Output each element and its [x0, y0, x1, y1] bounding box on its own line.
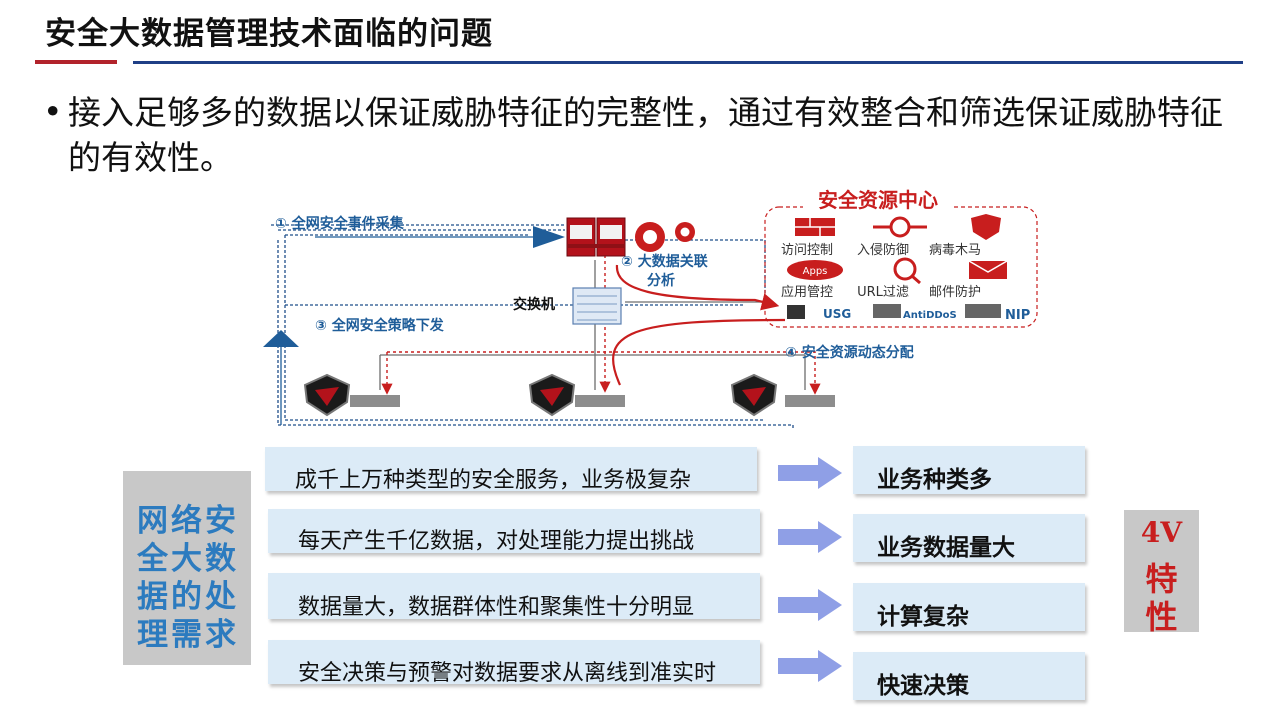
product-usg: USG [823, 307, 851, 321]
requirements-label-box: 网络安 全大数 据的处 理需求 [123, 471, 251, 665]
network-links [379, 260, 806, 390]
collection-arrow [315, 226, 565, 248]
virus-trojan-icon [971, 214, 1001, 240]
challenge-panel: 每天产生千亿数据，对处理能力提出挑战 [268, 509, 760, 554]
product-antiddos: AntiDDoS [903, 310, 957, 321]
security-network-diagram: 交换机 ① 全网安全事件采集 ② 大数据关联 分析 ③ 全网安全策略下发 ④ 安… [263, 188, 1038, 430]
resource-item: 入侵防御 [857, 242, 909, 258]
resource-item: 访问控制 [781, 243, 833, 258]
step2-label-line2: 分析 [647, 272, 675, 289]
outcome-text: 业务种类多 [877, 467, 992, 493]
policy-arrow [263, 330, 299, 425]
resource-center-title: 安全资源中心 [818, 188, 938, 212]
analysis-flows [611, 264, 786, 386]
resource-item: 病毒木马 [929, 243, 981, 258]
big-data-server-icon [566, 217, 626, 257]
requirements-label-line: 据的处 [137, 579, 239, 615]
resource-item: 邮件防护 [929, 284, 981, 300]
title-rule-blue [133, 61, 1243, 64]
slide-title: 安全大数据管理技术面临的问题 [45, 16, 493, 52]
outcome-text: 快速决策 [877, 673, 969, 699]
right-arrow-icon [778, 521, 842, 553]
firewall-icon [303, 373, 400, 417]
resource-item: URL过滤 [857, 285, 909, 300]
url-filter-icon [893, 257, 921, 285]
requirements-label-line: 理需求 [137, 617, 239, 653]
outcome-panel: 业务种类多 [853, 446, 1085, 494]
outcome-panel: 快速决策 [853, 652, 1085, 700]
outcome-panel: 计算复杂 [853, 583, 1085, 631]
four-v-label: 4V [1140, 516, 1183, 549]
product-nip: NIP [1005, 308, 1030, 323]
resource-item: 应用管控 [781, 284, 833, 300]
apps-badge: Apps [803, 266, 828, 277]
intrusion-prevention-icon [873, 216, 927, 238]
requirements-label-line: 全大数 [137, 541, 239, 577]
app-control-icon: Apps [787, 260, 843, 280]
step1-label: ① 全网安全事件采集 [275, 215, 405, 232]
antiddos-device-icon [873, 304, 901, 318]
switch-label: 交换机 [513, 296, 555, 313]
challenge-text: 安全决策与预警对数据要求从离线到准实时 [298, 661, 717, 686]
security-resource-center: 安全资源中心 访问控制 入侵防御 病毒木马 Apps [764, 188, 1038, 328]
mail-protection-icon [968, 260, 1008, 279]
challenge-panel: 数据量大，数据群体性和聚集性十分明显 [268, 573, 760, 620]
challenge-text: 成千上万种类型的安全服务，业务极复杂 [295, 468, 692, 493]
requirements-label-line: 网络安 [137, 503, 239, 539]
firewall-icon [528, 373, 625, 417]
bullet-text: 接入足够多的数据以保证威胁特征的完整性，通过有效整合和筛选保证威胁特征的有效性。 [68, 93, 1223, 177]
challenge-text: 数据量大，数据群体性和聚集性十分明显 [298, 595, 695, 620]
collection-loop [271, 224, 794, 430]
switch-icon [572, 287, 622, 325]
usg-device-icon [787, 305, 805, 319]
firewall-icon [730, 373, 835, 417]
step4-label: ④ 安全资源动态分配 [785, 344, 914, 361]
challenge-panel: 成千上万种类型的安全服务，业务极复杂 [265, 447, 757, 493]
challenge-text: 每天产生千亿数据，对处理能力提出挑战 [298, 529, 695, 554]
outcome-text: 业务数据量大 [877, 535, 1015, 561]
right-arrow-icon [778, 457, 842, 489]
four-v-box: 4V 特 性 [1124, 510, 1199, 636]
four-v-char: 特 [1145, 560, 1178, 598]
right-arrow-icon [778, 650, 842, 682]
four-v-char: 性 [1145, 598, 1178, 636]
nip-device-icon [965, 304, 1001, 318]
title-rule-red [35, 60, 117, 64]
step3-label: ③ 全网安全策略下发 [315, 317, 445, 334]
access-control-icon [795, 218, 835, 236]
right-arrow-icon [778, 589, 842, 621]
outcome-panel: 业务数据量大 [853, 514, 1085, 562]
challenge-panel: 安全决策与预警对数据要求从离线到准实时 [268, 640, 760, 686]
gear-icon [635, 222, 695, 252]
outcome-text: 计算复杂 [877, 604, 969, 630]
step2-label-line1: ② 大数据关联 [621, 253, 709, 270]
bullet-dot: • [43, 92, 63, 131]
